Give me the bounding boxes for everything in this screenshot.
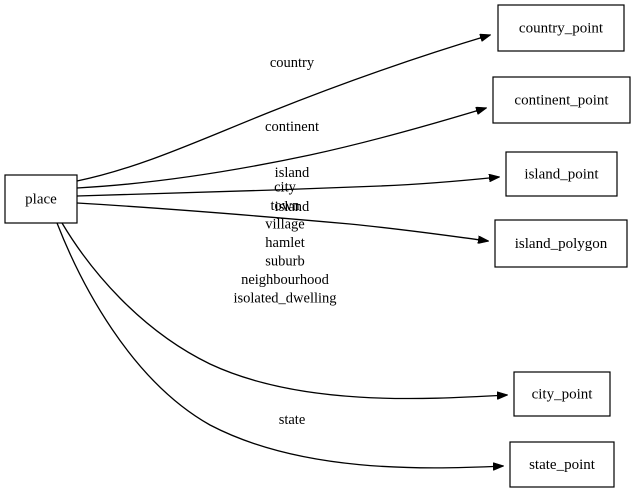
edge-label-place-to-city_point: city town village hamlet suburb neighbourhood… <box>233 180 336 307</box>
edge-label-line: suburb <box>265 254 304 270</box>
node-box-continent_point[interactable] <box>492 76 631 124</box>
edge-label-line: town <box>271 198 301 214</box>
node-island_point[interactable]: island_point <box>505 151 618 197</box>
edge-label-place-to-island_point: island <box>275 165 310 181</box>
edge-label-line: island <box>275 199 310 215</box>
node-continent_point[interactable]: continent_point <box>492 76 631 124</box>
edge-place-to-country_point <box>76 35 490 182</box>
edge-label-line: country <box>270 55 315 71</box>
node-box-city_point[interactable] <box>513 371 611 417</box>
node-label-state_point: state_point <box>529 457 596 473</box>
node-place[interactable]: place <box>4 174 78 224</box>
edge-label-line: state <box>279 412 306 428</box>
node-label-continent_point: continent_point <box>514 92 609 108</box>
edge-label-line: village <box>265 217 304 233</box>
edge-label-line: neighbourhood <box>241 272 330 288</box>
edge-label-place-to-island_polygon: island <box>275 199 310 215</box>
node-label-country_point: country_point <box>519 20 604 36</box>
node-box-country_point[interactable] <box>497 4 625 52</box>
edge-place-to-island_point <box>76 177 499 197</box>
edge-label-place-to-country_point: country <box>270 55 315 71</box>
edge-place-to-city_point <box>61 222 507 399</box>
node-city_point[interactable]: city_point <box>513 371 611 417</box>
node-country_point[interactable]: country_point <box>497 4 625 52</box>
nodes-layer: place country_point continent_point island_… <box>4 4 631 488</box>
edge-label-place-to-state_point: state <box>279 412 306 428</box>
node-box-island_polygon[interactable] <box>494 219 628 268</box>
edge-label-line: city <box>274 180 296 196</box>
edge-place-to-state_point <box>56 222 503 468</box>
node-box-state_point[interactable] <box>509 441 615 488</box>
edge-label-place-to-continent_point: continent <box>265 119 319 135</box>
node-label-city_point: city_point <box>532 386 594 402</box>
edge-label-line: continent <box>265 119 319 135</box>
node-box-island_point[interactable] <box>505 151 618 197</box>
node-label-island_point: island_point <box>524 166 599 182</box>
edges-layer <box>56 35 507 468</box>
edge-label-line: isolated_dwelling <box>233 291 336 307</box>
node-island_polygon[interactable]: island_polygon <box>494 219 628 268</box>
edge-place-to-continent_point <box>76 108 486 189</box>
node-box-place[interactable] <box>4 174 78 224</box>
node-state_point[interactable]: state_point <box>509 441 615 488</box>
node-label-place: place <box>25 191 57 207</box>
edge-place-to-island_polygon <box>76 202 488 241</box>
node-label-island_polygon: island_polygon <box>515 236 608 252</box>
edge-label-line: hamlet <box>265 235 304 251</box>
edge-label-line: island <box>275 165 310 181</box>
